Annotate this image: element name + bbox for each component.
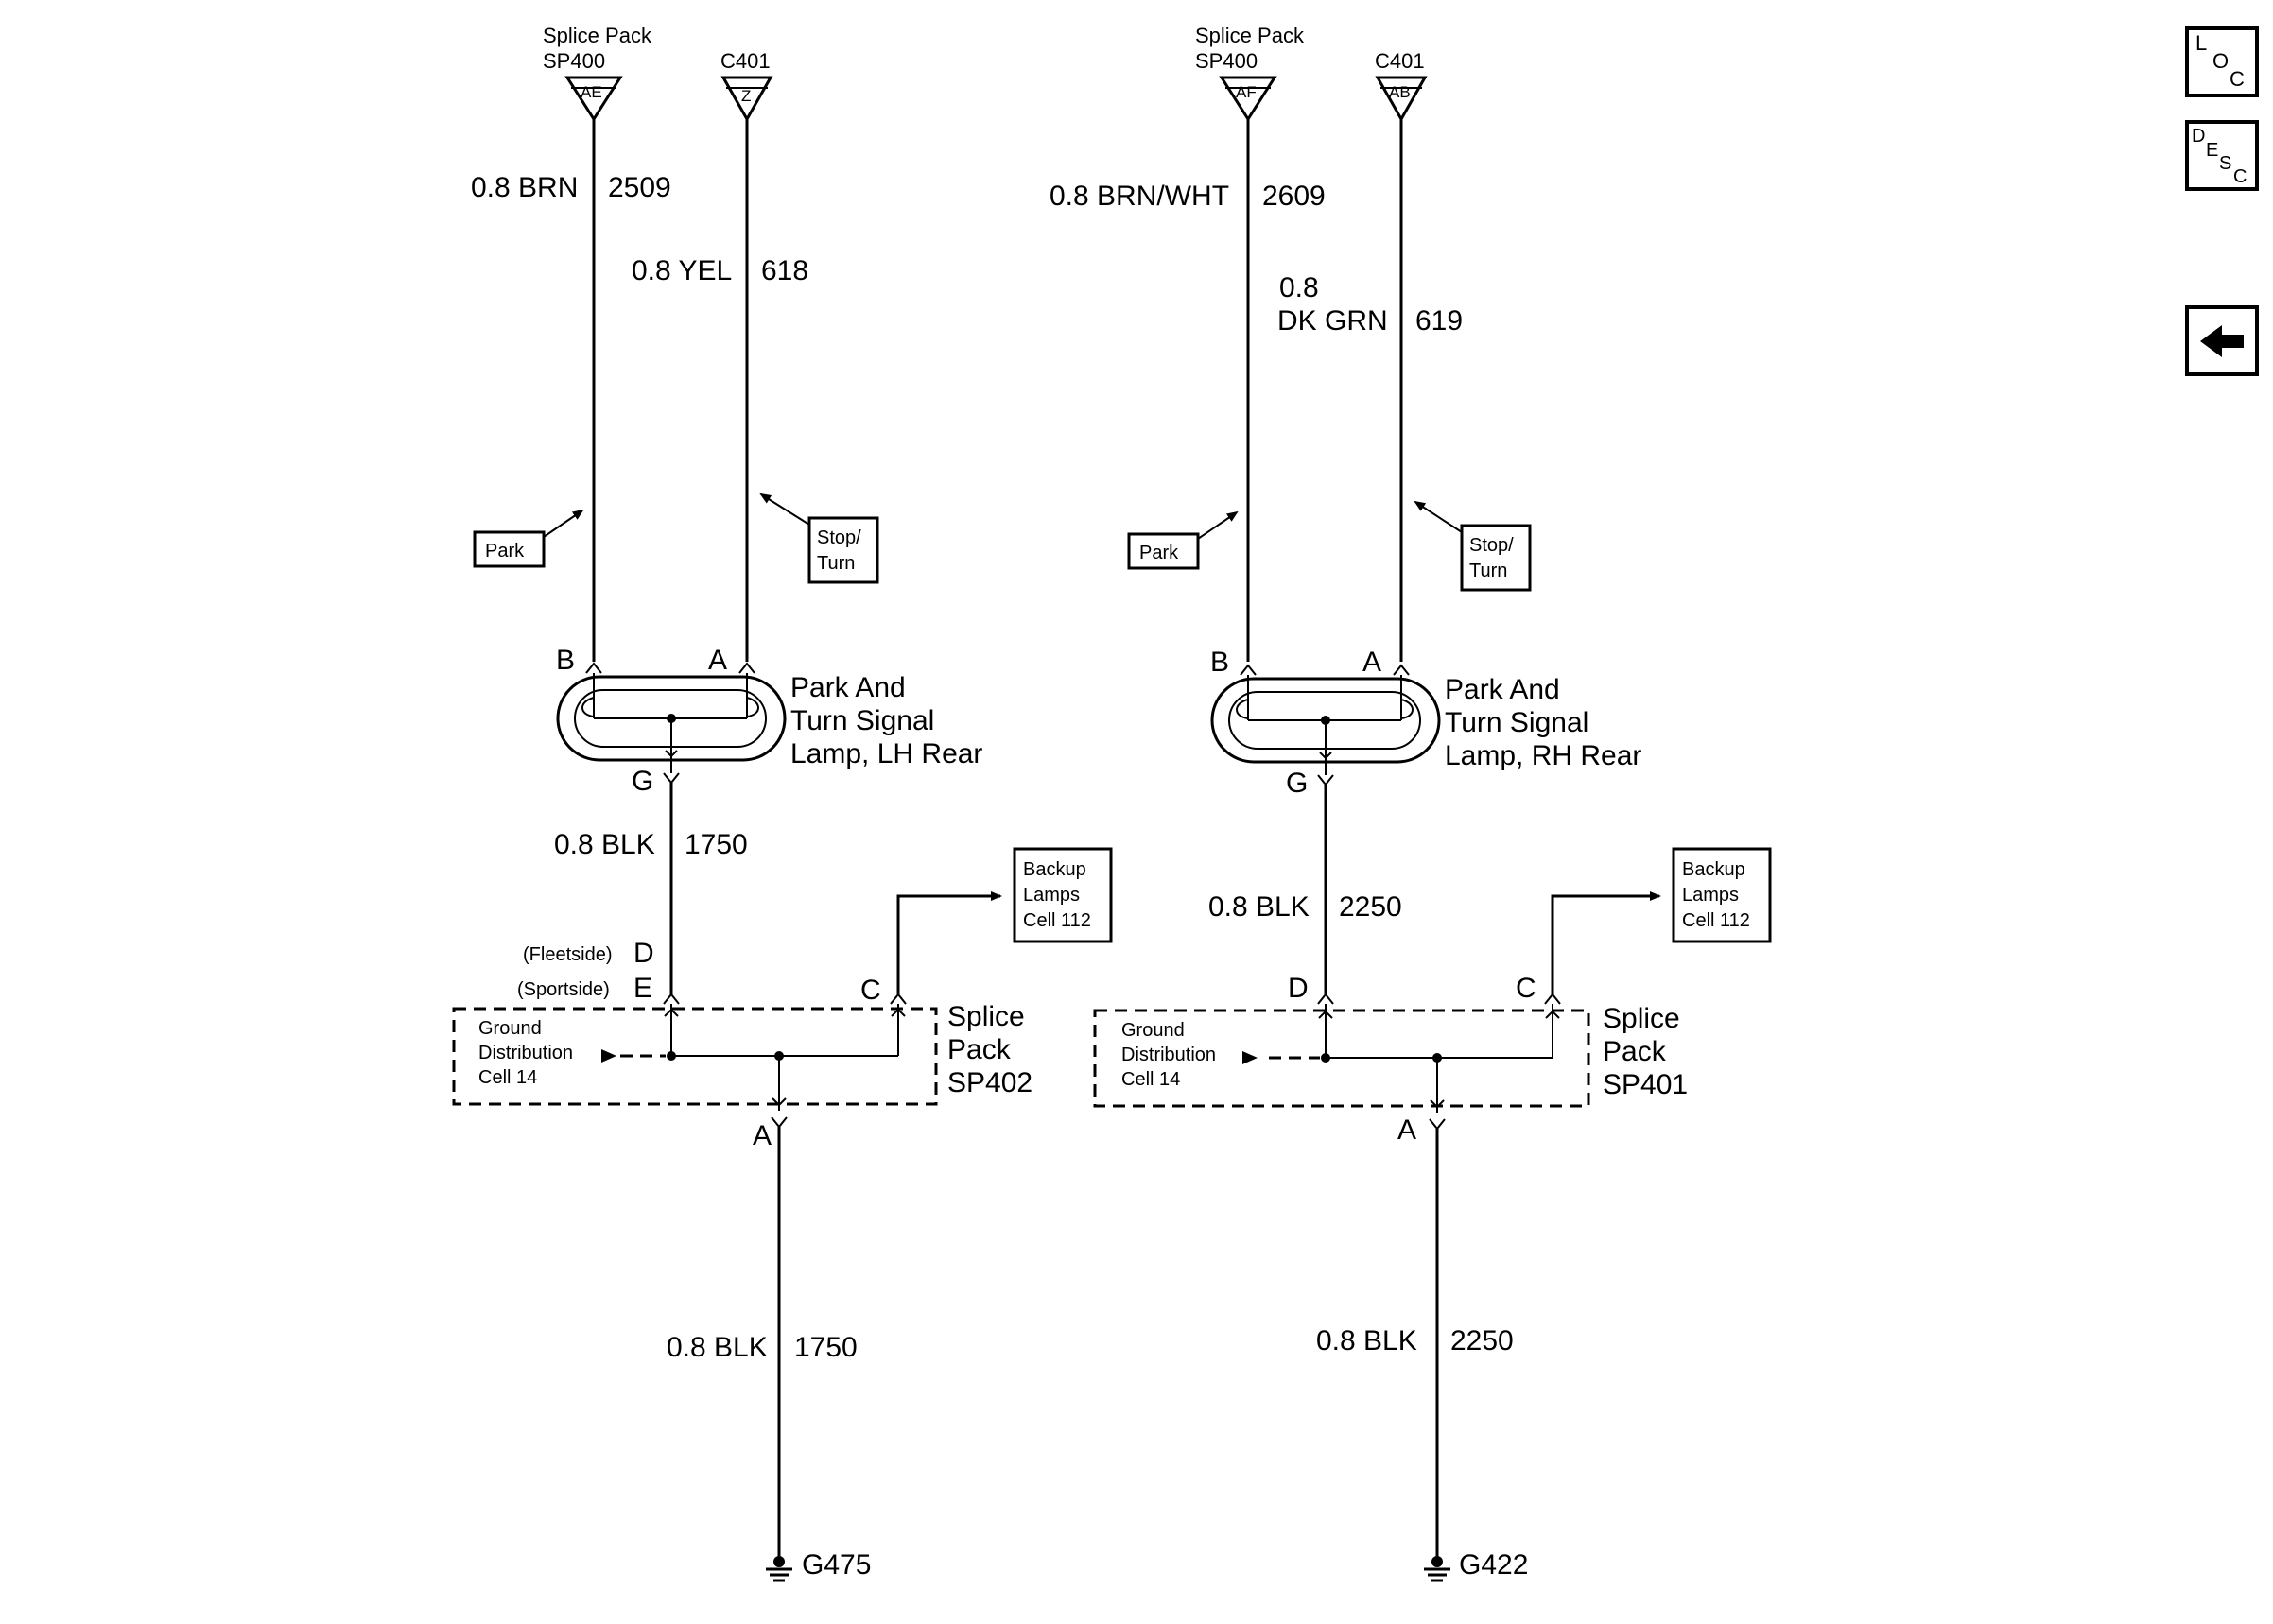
right-park-tag-label: Park — [1139, 543, 1179, 563]
left-circuit: Splice Pack SP400 AE C401 Z 0.8 BRN 2509… — [452, 24, 1113, 1582]
right-ground-id: G422 — [1459, 1549, 1528, 1581]
loc-letter-c: C — [2230, 67, 2245, 91]
left-ground-dist-line2: Distribution — [478, 1043, 573, 1063]
left-splice-line2: Pack — [947, 1034, 1012, 1065]
left-c401-pin: Z — [741, 87, 751, 105]
right-lamp-line1: Park And — [1445, 674, 1560, 705]
left-splice-pack-id: SP400 — [543, 49, 605, 73]
right-turn-wire-circuit: 619 — [1415, 305, 1463, 337]
desc-letter-e: E — [2206, 140, 2218, 161]
right-pin-b: B — [1210, 647, 1229, 678]
right-splice-pack-id: SP400 — [1195, 49, 1258, 73]
left-pin-g: G — [632, 766, 653, 797]
left-c401-label: C401 — [720, 49, 771, 73]
left-sportside-pin: E — [633, 973, 652, 1004]
left-splice-pack-title: Splice Pack — [543, 24, 652, 47]
loc-letter-o: O — [2212, 49, 2229, 73]
right-backup-lamps-ref[interactable] — [1672, 847, 1772, 943]
right-circuit: Splice Pack SP400 AF C401 AB 0.8 BRN/WHT… — [1050, 24, 1772, 1582]
right-backup-line1: Backup — [1682, 859, 1745, 880]
left-splice-pack-pin: AE — [581, 83, 602, 101]
left-out-pin: A — [753, 1120, 772, 1151]
left-arrow-icon — [2200, 325, 2244, 357]
left-splice-pack-boundary — [452, 1007, 938, 1106]
left-backup-line1: Backup — [1023, 859, 1086, 880]
right-splice-line3: SP401 — [1603, 1069, 1688, 1100]
left-out-wire-circuit: 1750 — [794, 1332, 858, 1363]
right-ground-dist-line1: Ground — [1121, 1020, 1185, 1041]
right-backup-line2: Lamps — [1682, 885, 1739, 906]
left-splice-line1: Splice — [947, 1001, 1025, 1032]
left-backup-line3: Cell 112 — [1023, 910, 1091, 931]
left-ground-dist-line3: Cell 14 — [478, 1067, 537, 1088]
right-lamp-line2: Turn Signal — [1445, 707, 1588, 738]
right-ground-wire-circuit: 2250 — [1339, 891, 1402, 923]
right-turn-wire-label-1: 0.8 — [1279, 272, 1319, 303]
left-park-wire-circuit: 2509 — [608, 172, 671, 203]
ground-icon — [1424, 1556, 1450, 1582]
desc-button[interactable]: D E S C — [2185, 120, 2259, 191]
right-pin-g: G — [1286, 768, 1308, 799]
right-park-wire-circuit: 2609 — [1262, 181, 1326, 212]
left-stop-tag-line2: Turn — [817, 553, 855, 574]
right-out-pin: A — [1397, 1114, 1416, 1146]
right-stop-tag-line1: Stop/ — [1469, 535, 1514, 556]
right-splice-pack-title: Splice Pack — [1195, 24, 1305, 47]
desc-letter-d: D — [2192, 126, 2205, 147]
left-turn-wire-circuit: 618 — [761, 255, 808, 286]
right-splice-line1: Splice — [1603, 1003, 1680, 1034]
right-c401-pin: AB — [1389, 83, 1411, 101]
right-turn-wire-label-2: DK GRN — [1277, 305, 1388, 337]
desc-letter-s: S — [2219, 153, 2231, 174]
back-button[interactable] — [2185, 305, 2259, 376]
left-pin-c: C — [860, 975, 881, 1006]
right-out-wire-circuit: 2250 — [1450, 1325, 1514, 1356]
left-pin-b: B — [556, 645, 575, 676]
left-ground-wire-label: 0.8 BLK — [554, 829, 655, 860]
left-sportside-label: (Sportside) — [517, 979, 610, 1000]
right-pin-a: A — [1362, 647, 1381, 678]
left-pin-a: A — [708, 645, 727, 676]
right-out-wire-label: 0.8 BLK — [1316, 1325, 1417, 1356]
left-lamp-line2: Turn Signal — [790, 705, 934, 736]
right-stop-tag-line2: Turn — [1469, 561, 1507, 581]
right-ground-wire-label: 0.8 BLK — [1208, 891, 1310, 923]
left-fleetside-pin: D — [633, 938, 654, 969]
loc-letter-l: L — [2195, 31, 2207, 55]
right-pin-d: D — [1288, 973, 1309, 1004]
left-stop-turn-tag — [807, 516, 879, 584]
right-backup-line3: Cell 112 — [1682, 910, 1750, 931]
right-pin-c: C — [1516, 973, 1536, 1004]
ground-icon — [766, 1556, 792, 1582]
loc-button[interactable]: L O C — [2185, 26, 2259, 97]
right-ground-dist-line2: Distribution — [1121, 1045, 1216, 1065]
right-stop-turn-tag — [1460, 524, 1532, 592]
left-ground-id: G475 — [802, 1549, 871, 1581]
left-stop-tag-line1: Stop/ — [817, 527, 861, 548]
right-ground-dist-line3: Cell 14 — [1121, 1069, 1180, 1090]
right-splice-pack-boundary — [1093, 1009, 1590, 1108]
right-c401-label: C401 — [1375, 49, 1425, 73]
left-park-wire-label: 0.8 BRN — [471, 172, 578, 203]
right-lamp-line3: Lamp, RH Rear — [1445, 740, 1641, 771]
left-park-tag — [473, 530, 546, 568]
left-ground-dist-line1: Ground — [478, 1018, 542, 1039]
left-backup-lamps-ref[interactable] — [1013, 847, 1113, 943]
left-ground-wire-circuit: 1750 — [685, 829, 748, 860]
right-park-tag — [1127, 532, 1200, 570]
left-lamp-line1: Park And — [790, 672, 906, 703]
left-lamp-line3: Lamp, LH Rear — [790, 738, 982, 769]
left-backup-line2: Lamps — [1023, 885, 1080, 906]
desc-letter-c: C — [2233, 166, 2247, 187]
left-turn-wire-label: 0.8 YEL — [632, 255, 732, 286]
right-splice-pack-pin: AF — [1236, 83, 1257, 101]
left-out-wire-label: 0.8 BLK — [667, 1332, 768, 1363]
left-fleetside-label: (Fleetside) — [523, 944, 612, 965]
right-park-wire-label: 0.8 BRN/WHT — [1050, 181, 1229, 212]
right-splice-line2: Pack — [1603, 1036, 1667, 1067]
left-park-tag-label: Park — [485, 541, 525, 561]
left-splice-line3: SP402 — [947, 1067, 1032, 1098]
